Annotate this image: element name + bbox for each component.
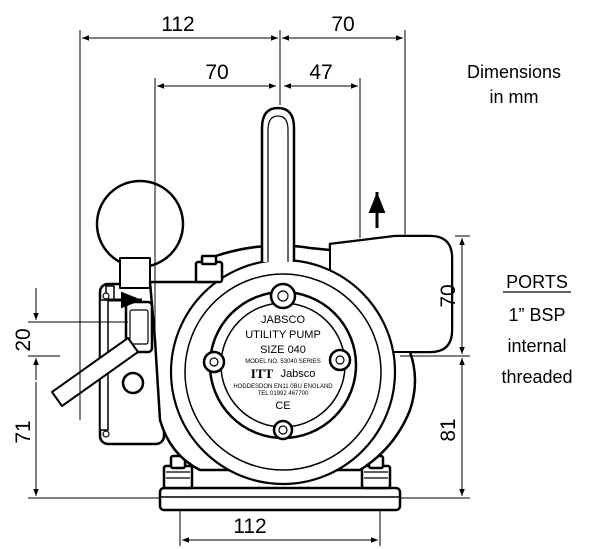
base-foot bbox=[158, 486, 402, 512]
dim-top-right: 70 bbox=[331, 13, 354, 36]
ports-title: PORTS bbox=[506, 272, 568, 292]
nameplate-ce-mark: CE bbox=[275, 400, 290, 412]
nameplate-model: MODEL NO. 53040 SERIES bbox=[245, 359, 320, 365]
dim-left-lower: 71 bbox=[12, 420, 35, 443]
dim-left-upper: 20 bbox=[12, 328, 35, 351]
dim-right-lower: 81 bbox=[437, 418, 460, 441]
dim-second-right: 47 bbox=[309, 61, 332, 84]
nameplate-brand: JABSCO bbox=[261, 314, 305, 326]
nameplate-product: UTILITY PUMP bbox=[245, 329, 321, 341]
units-note: Dimensions in mm bbox=[467, 62, 561, 107]
nameplate-address-1: HODDESDON EN11 0BU ENGLAND bbox=[233, 384, 333, 390]
ports-line-2: internal bbox=[507, 336, 566, 356]
pump-body bbox=[51, 106, 454, 512]
dim-bottom: 112 bbox=[233, 515, 266, 538]
ports-line-3: threaded bbox=[501, 367, 572, 387]
nameplate: JABSCO UTILITY PUMP SIZE 040 MODEL NO. 5… bbox=[233, 314, 333, 412]
nameplate-size: SIZE 040 bbox=[260, 344, 306, 356]
dim-right-upper: 70 bbox=[437, 284, 460, 307]
dimension-labels: 112 70 70 47 112 70 81 20 71 bbox=[12, 13, 460, 538]
ports-line-1: 1” BSP bbox=[508, 305, 565, 325]
dimension-lines bbox=[28, 30, 470, 546]
nameplate-address-2: TEL 01992 467700 bbox=[258, 391, 309, 397]
nameplate-logo-brand: Jabsco bbox=[281, 368, 316, 380]
dim-top-left: 112 bbox=[161, 13, 194, 36]
dim-second-left: 70 bbox=[205, 61, 228, 84]
top-drum bbox=[95, 179, 185, 269]
ports-note: PORTS 1” BSP internal threaded bbox=[501, 272, 572, 387]
units-line-2: in mm bbox=[490, 87, 539, 107]
inlet-hose bbox=[51, 337, 139, 407]
outlet-tube bbox=[260, 106, 296, 262]
units-line-1: Dimensions bbox=[467, 62, 561, 82]
foot-bolt-left bbox=[162, 454, 194, 490]
flow-arrows bbox=[108, 192, 386, 309]
nameplate-logo: ITT bbox=[251, 366, 274, 381]
drain-port bbox=[121, 371, 145, 395]
